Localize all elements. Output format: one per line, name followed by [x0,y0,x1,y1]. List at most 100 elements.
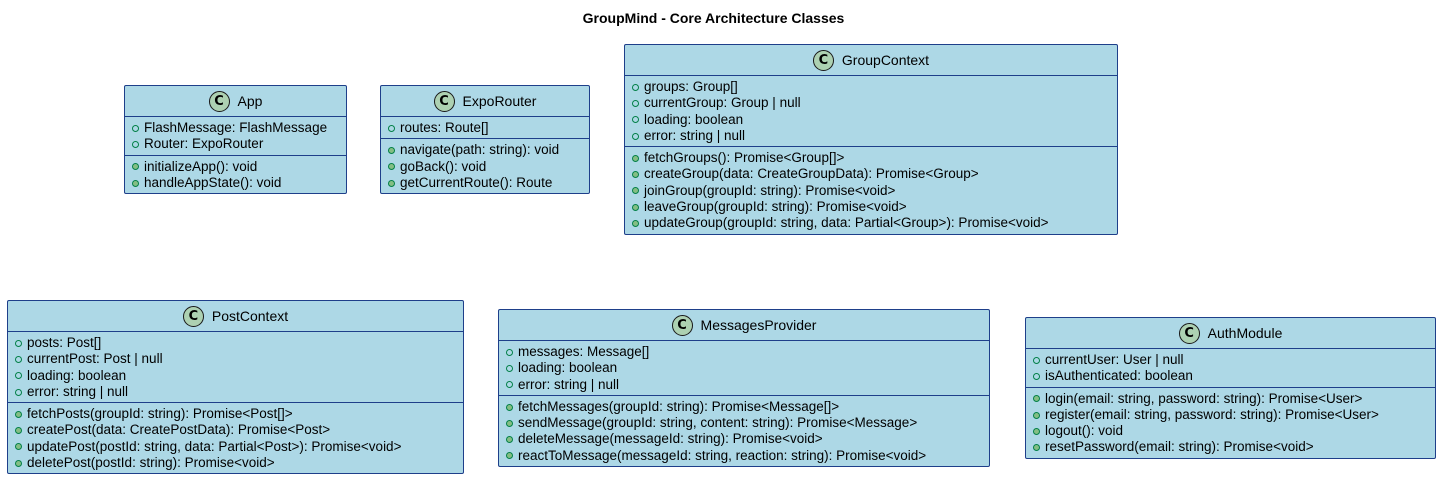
public-visibility-icon [506,381,513,389]
public-visibility-icon [15,410,22,418]
methods-section: fetchPosts(groupId: string): Promise<Pos… [8,402,463,473]
class-messagesprovider: C MessagesProvider messages: Message[]load… [498,309,990,468]
class-method: fetchPosts(groupId: string): Promise<Pos… [8,406,463,422]
methods-section: login(email: string, password: string): … [1026,386,1435,458]
public-visibility-icon [632,83,639,91]
class-method: resetPassword(email: string): Promise<vo… [1026,439,1435,455]
class-method: register(email: string, password: string… [1026,407,1435,423]
method-text: fetchPosts(groupId: string): Promise<Pos… [27,406,293,422]
method-text: leaveGroup(groupId: string): Promise<voi… [644,199,907,215]
method-text: createPost(data: CreatePostData): Promis… [27,422,331,438]
public-visibility-icon [15,427,22,435]
method-text: deletePost(postId: string): Promise<void… [27,455,275,471]
class-header: C MessagesProvider [499,310,989,341]
class-method: logout(): void [1026,423,1435,439]
public-visibility-icon [15,355,22,363]
class-method: createPost(data: CreatePostData): Promis… [8,422,463,438]
class-method: deleteMessage(messageId: string): Promis… [499,431,989,447]
class-field: messages: Message[] [499,344,989,360]
public-visibility-icon [388,163,395,171]
public-visibility-icon [132,124,139,132]
field-text: FlashMessage: FlashMessage [144,120,328,135]
class-field: error: string | null [499,377,989,393]
class-method: getCurrentRoute(): Route [381,175,589,191]
class-name: GroupContext [841,52,930,68]
method-text: initializeApp(): void [144,158,258,174]
method-text: navigate(path: string): void [400,142,560,158]
field-text: isAuthenticated: boolean [1045,368,1193,384]
public-visibility-icon [632,171,639,179]
class-groupcontext: C GroupContext groups: Group[]currentGroup… [624,44,1118,235]
class-method: updateGroup(groupId: string, data: Parti… [625,215,1117,231]
class-method: reactToMessage(messageId: string, reacti… [499,448,989,464]
method-text: register(email: string, password: string… [1045,406,1379,422]
class-field: groups: Group[] [625,79,1117,95]
public-visibility-icon [1033,395,1040,403]
field-text: posts: Post[] [27,335,102,350]
public-visibility-icon [632,99,639,107]
public-visibility-icon [632,154,639,162]
class-field: loading: boolean [625,112,1117,128]
class-name: PostContext [211,308,289,324]
field-text: groups: Group[] [644,79,738,94]
class-name: ExpoRouter [462,93,537,109]
class-method: leaveGroup(groupId: string): Promise<voi… [625,199,1117,215]
public-visibility-icon [506,452,513,460]
method-text: updateGroup(groupId: string, data: Parti… [644,215,1049,231]
class-field: currentGroup: Group | null [625,95,1117,111]
class-method: createGroup(data: CreateGroupData): Prom… [625,166,1117,182]
class-field: error: string | null [625,128,1117,144]
method-text: goBack(): void [400,158,487,174]
public-visibility-icon [506,364,513,372]
class-name: MessagesProvider [700,317,817,333]
class-method: sendMessage(groupId: string, content: st… [499,415,989,431]
methods-section: fetchMessages(groupId: string): Promise<… [499,394,989,466]
class-header: C GroupContext [625,45,1117,76]
field-text: loading: boolean [518,360,618,376]
field-text: error: string | null [518,376,620,392]
field-text: currentGroup: Group | null [644,95,801,111]
method-text: sendMessage(groupId: string, content: st… [518,415,918,431]
public-visibility-icon [388,146,395,154]
class-name: App [237,93,263,109]
class-header: C App [125,86,346,117]
field-text: currentUser: User | null [1045,352,1184,367]
field-text: Router: ExpoRouter [144,136,264,152]
class-type-icon: C [812,49,834,71]
class-field: loading: boolean [499,360,989,376]
class-type-icon: C [671,314,693,336]
public-visibility-icon [15,443,22,451]
public-visibility-icon [132,179,139,187]
fields-section: routes: Route[] [381,117,589,138]
class-field: loading: boolean [8,368,463,384]
class-method: login(email: string, password: string): … [1026,391,1435,407]
public-visibility-icon [388,179,395,187]
class-method: handleAppState(): void [125,175,346,191]
class-type-icon: C [433,90,455,112]
public-visibility-icon [506,348,513,356]
field-text: routes: Route[] [400,120,489,135]
class-header: C ExpoRouter [381,86,589,117]
class-method: fetchMessages(groupId: string): Promise<… [499,399,989,415]
method-text: joinGroup(groupId: string): Promise<void… [644,182,896,198]
class-type-icon: C [208,90,230,112]
method-text: logout(): void [1045,423,1124,439]
public-visibility-icon [506,419,513,427]
method-text: createGroup(data: CreateGroupData): Prom… [644,166,979,182]
public-visibility-icon [506,436,513,444]
class-field: FlashMessage: FlashMessage [125,120,346,136]
class-field: routes: Route[] [381,120,589,136]
public-visibility-icon [632,132,639,140]
method-text: handleAppState(): void [144,174,282,190]
field-text: currentPost: Post | null [27,351,163,367]
class-field: isAuthenticated: boolean [1026,368,1435,384]
methods-section: fetchGroups(): Promise<Group[]>createGro… [625,146,1117,233]
field-text: error: string | null [27,383,129,399]
